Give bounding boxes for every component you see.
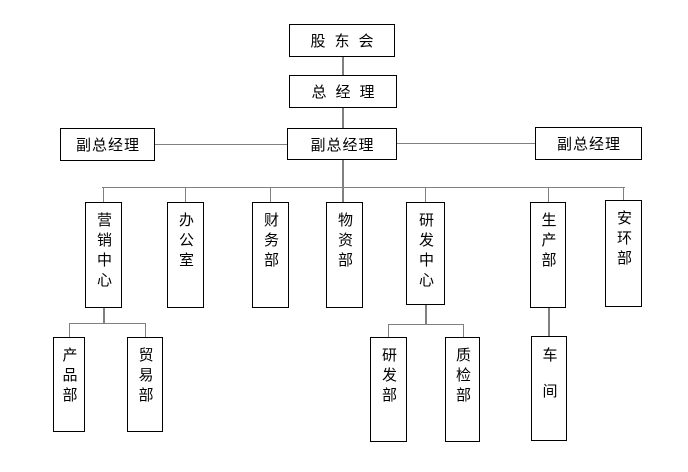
node-safety-env-dept-label: 安环部 xyxy=(615,210,632,270)
connector-rd-bus xyxy=(388,324,464,325)
node-production-dept: 生产部 xyxy=(530,202,566,308)
node-rd-dept: 研发部 xyxy=(370,337,407,442)
node-deputy-gm-left-label: 副总经理 xyxy=(75,137,140,154)
node-trade-dept-label: 贸易部 xyxy=(136,347,154,407)
node-office: 办公室 xyxy=(167,202,204,308)
node-workshop-label: 车间 xyxy=(540,347,558,419)
connector-stub-quality xyxy=(463,324,464,337)
connector-stub-finance xyxy=(270,187,271,202)
connector-department-bus xyxy=(102,187,625,188)
node-office-label: 办公室 xyxy=(177,212,194,272)
node-workshop: 车间 xyxy=(531,336,567,441)
node-safety-env-dept: 安环部 xyxy=(605,200,642,307)
connector-rd-drop xyxy=(425,305,427,324)
node-trade-dept: 贸易部 xyxy=(127,337,163,432)
node-materials-dept-label: 物资部 xyxy=(336,212,353,272)
connector-stub-rd-center xyxy=(425,187,426,202)
connector-stub-trade xyxy=(145,323,146,337)
connector-stub-production xyxy=(548,187,549,202)
node-quality-inspection-dept: 质检部 xyxy=(445,337,480,442)
node-production-dept-label: 生产部 xyxy=(539,212,557,272)
connector-marketing-drop xyxy=(103,308,105,323)
node-shareholders-label: 股东会 xyxy=(310,33,383,50)
connector-stub-office xyxy=(185,187,186,202)
node-finance-dept: 财务部 xyxy=(252,202,289,308)
node-rd-center-label: 研发中心 xyxy=(417,212,434,292)
node-rd-dept-label: 研发部 xyxy=(380,347,397,407)
node-general-manager-label: 总经理 xyxy=(311,84,384,101)
node-deputy-gm-center-label: 副总经理 xyxy=(310,136,375,154)
connector-gm-dgm xyxy=(342,108,344,128)
connector-stub-safety xyxy=(623,187,624,202)
node-product-dept-label: 产品部 xyxy=(60,347,78,407)
connector-shareholders-gm xyxy=(342,57,344,75)
node-general-manager: 总经理 xyxy=(289,75,397,108)
connector-dgm-right xyxy=(397,143,535,144)
connector-marketing-bus xyxy=(69,323,146,324)
node-rd-center: 研发中心 xyxy=(406,202,445,305)
node-deputy-gm-right-label: 副总经理 xyxy=(556,136,621,153)
node-materials-dept: 物资部 xyxy=(326,202,363,308)
node-product-dept: 产品部 xyxy=(53,337,85,432)
node-deputy-gm-left: 副总经理 xyxy=(60,128,155,161)
node-marketing-center: 营销中心 xyxy=(85,202,122,308)
connector-stub-marketing xyxy=(103,187,104,202)
node-deputy-gm-right: 副总经理 xyxy=(535,127,642,160)
connector-stub-rd-dept xyxy=(388,324,389,337)
connector-dgm-left xyxy=(155,144,287,145)
node-quality-inspection-dept-label: 质检部 xyxy=(454,347,471,407)
connector-stub-product xyxy=(69,323,70,337)
node-finance-dept-label: 财务部 xyxy=(262,212,279,272)
node-deputy-gm-center: 副总经理 xyxy=(287,128,397,160)
connector-dgm-dept-bus xyxy=(342,160,344,202)
node-shareholders: 股东会 xyxy=(289,24,395,57)
node-marketing-center-label: 营销中心 xyxy=(95,212,112,292)
connector-production-workshop xyxy=(548,308,550,336)
